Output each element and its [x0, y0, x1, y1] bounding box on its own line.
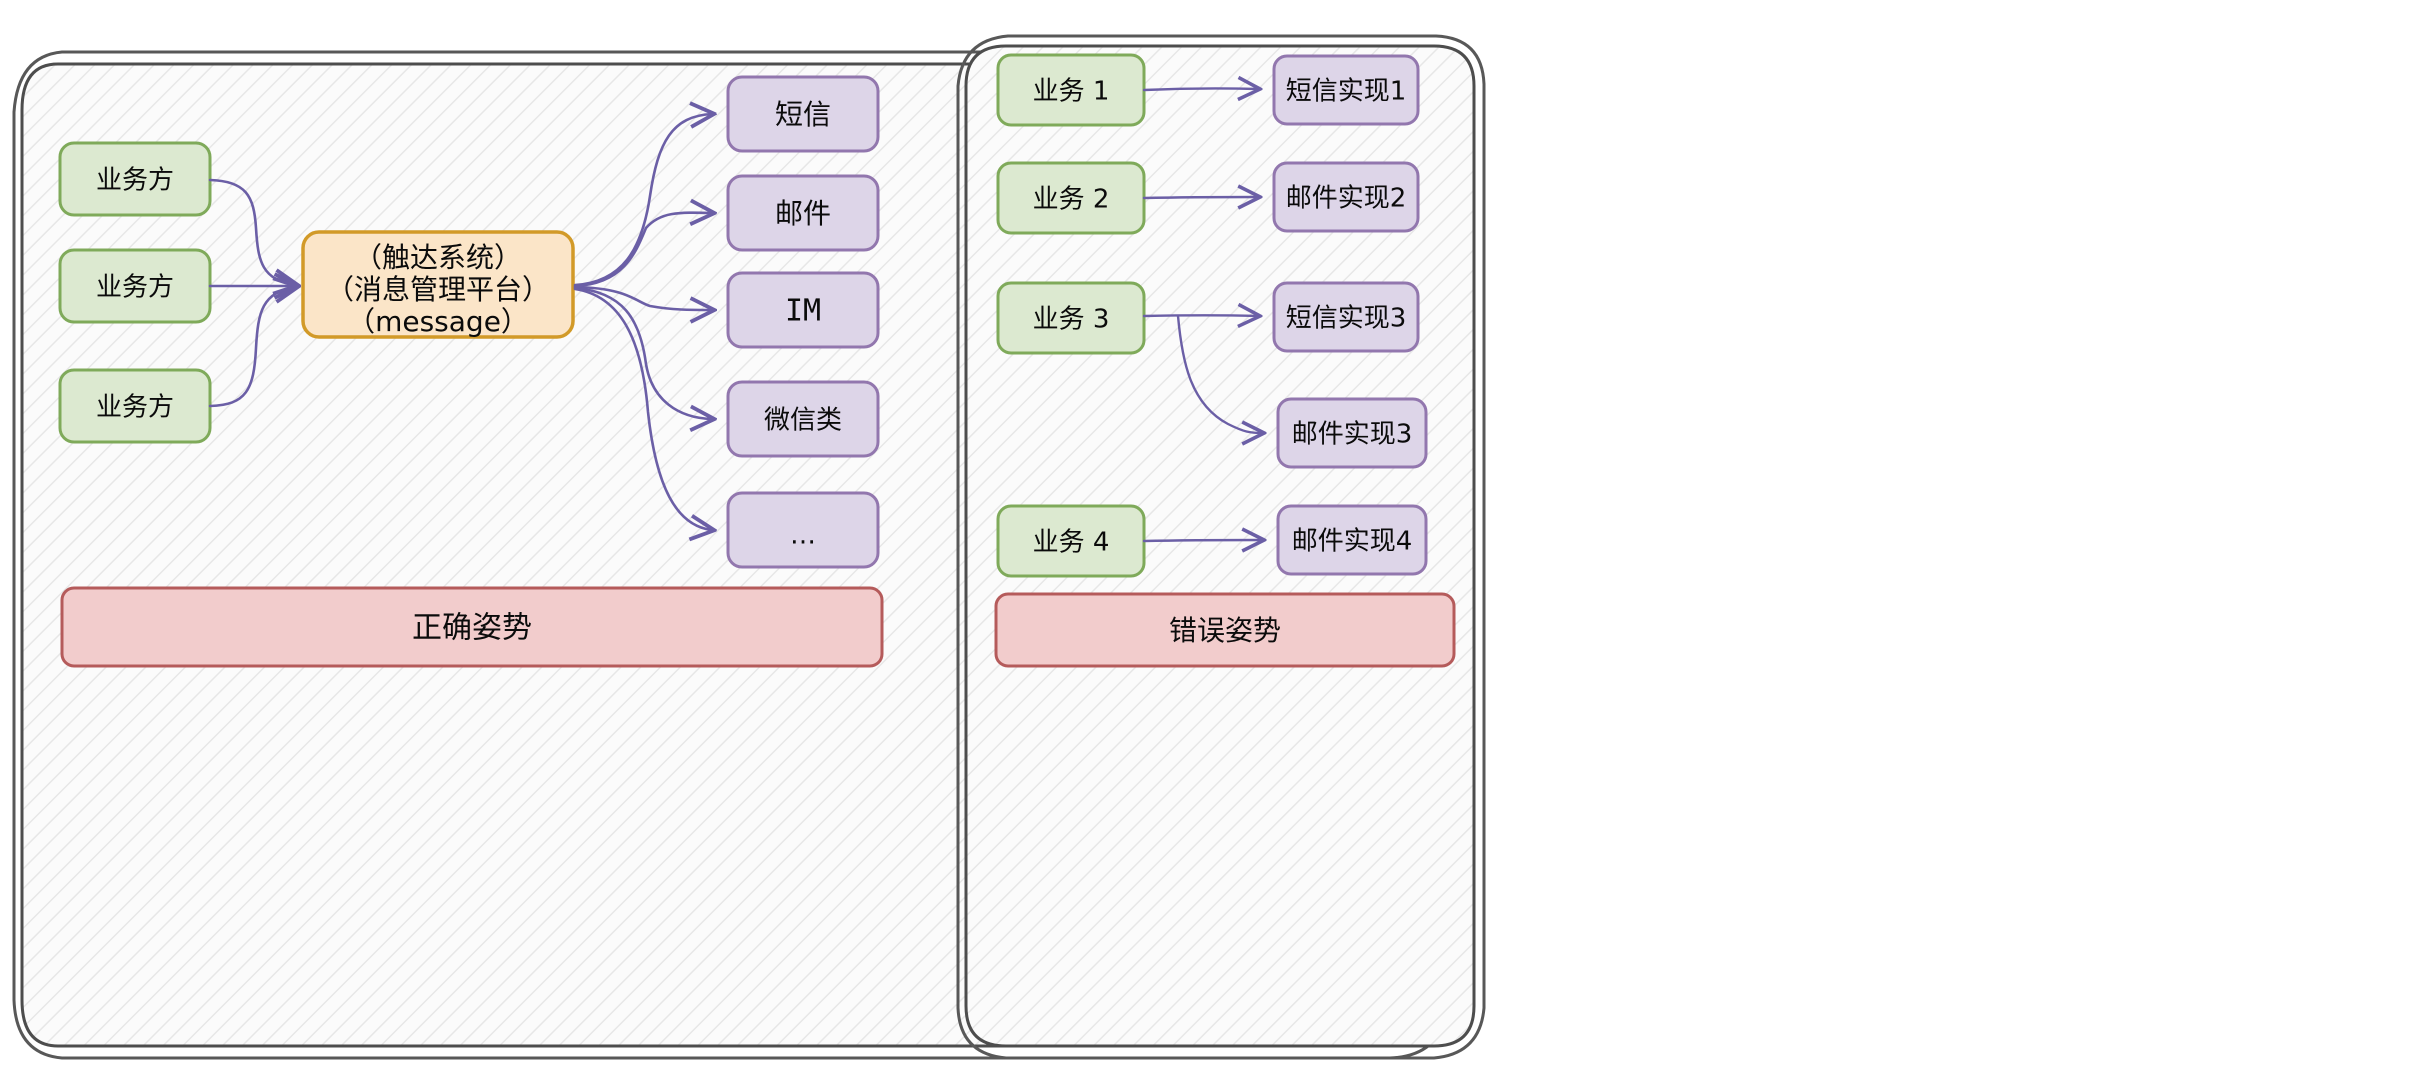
wrong-impl-box-4-label: 邮件实现3	[1292, 420, 1413, 450]
wrong-impl-box-2-label: 邮件实现2	[1286, 184, 1407, 214]
channel-box-email[interactable]: 邮件	[726, 174, 880, 252]
producer-box-1[interactable]: 业务方	[58, 141, 212, 217]
wrong-impl-box-3-label: 短信实现3	[1286, 304, 1407, 334]
channel-box-wechat-label: 微信类	[764, 406, 842, 436]
wrong-source-box-2[interactable]: 业务 2	[996, 161, 1146, 235]
correct-posture-footer: 正确姿势	[60, 586, 884, 668]
wrong-source-box-3[interactable]: 业务 3	[996, 281, 1146, 355]
channel-box-im[interactable]: IM	[726, 271, 880, 349]
channel-box-sms[interactable]: 短信	[726, 75, 880, 153]
wrong-impl-box-3[interactable]: 短信实现3	[1272, 281, 1420, 353]
hub-to-channel-edges	[573, 114, 712, 530]
hub-line-3: （message）	[347, 305, 529, 338]
producer-box-3-label: 业务方	[96, 393, 174, 423]
producer-box-2[interactable]: 业务方	[58, 248, 212, 324]
channel-box-sms-label: 短信	[775, 98, 831, 131]
channel-box-more-label: …	[790, 521, 816, 551]
producer-box-1-label: 业务方	[96, 166, 174, 196]
wrong-impl-box-1[interactable]: 短信实现1	[1272, 54, 1420, 126]
hub-line-1: （触达系统）	[354, 241, 522, 274]
channel-box-email-label: 邮件	[775, 197, 831, 230]
wrong-source-box-4-label: 业务 4	[1033, 528, 1110, 558]
hub-node[interactable]: （触达系统） （消息管理平台） （message）	[301, 230, 575, 339]
channel-box-im-label: IM	[785, 294, 821, 329]
channel-box-more[interactable]: …	[726, 491, 880, 569]
wrong-impl-box-5-label: 邮件实现4	[1292, 527, 1413, 557]
correct-posture-footer-label: 正确姿势	[412, 611, 532, 646]
producer-box-3[interactable]: 业务方	[58, 368, 212, 444]
producer-box-2-label: 业务方	[96, 273, 174, 303]
wrong-source-box-3-label: 业务 3	[1033, 305, 1110, 335]
wrong-impl-box-4[interactable]: 邮件实现3	[1276, 397, 1428, 469]
wrong-edges	[1142, 88, 1262, 541]
wrong-impl-box-5[interactable]: 邮件实现4	[1276, 504, 1428, 576]
wrong-impl-box-2[interactable]: 邮件实现2	[1272, 161, 1420, 233]
wrong-source-box-1[interactable]: 业务 1	[996, 53, 1146, 127]
wrong-source-box-2-label: 业务 2	[1033, 185, 1110, 215]
hub-line-2: （消息管理平台）	[326, 273, 550, 306]
wrong-posture-footer: 错误姿势	[994, 592, 1456, 668]
wrong-impl-box-1-label: 短信实现1	[1286, 77, 1407, 107]
producer-to-hub-edges	[208, 178, 296, 408]
wrong-posture-footer-label: 错误姿势	[1169, 614, 1281, 647]
wrong-source-box-1-label: 业务 1	[1033, 77, 1110, 107]
wrong-source-box-4[interactable]: 业务 4	[996, 504, 1146, 578]
channel-box-wechat[interactable]: 微信类	[726, 380, 880, 458]
wrong-panel-sketch-outline	[956, 34, 1486, 1060]
